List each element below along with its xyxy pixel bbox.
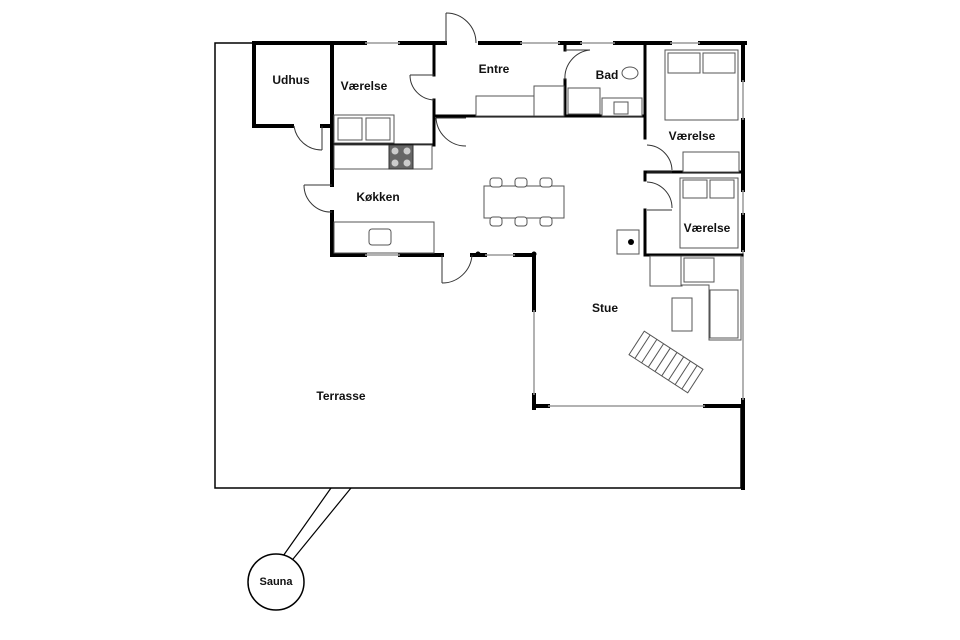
sauna-circle	[247, 553, 305, 611]
stove-dot	[628, 239, 634, 245]
coffee-table	[671, 297, 693, 332]
room-label-vaerelse-3: Værelse	[683, 221, 731, 235]
exterior-walls	[252, 41, 747, 490]
dining-table	[483, 185, 565, 219]
wall-post	[475, 251, 481, 257]
daybed	[628, 330, 704, 394]
window-lines	[365, 42, 744, 407]
room-label-terrasse: Terrasse	[316, 389, 366, 403]
kitchen-top-counter	[333, 144, 433, 170]
room-label-entre: Entre	[478, 62, 510, 76]
kitchen-bottom-counter	[333, 221, 435, 254]
furniture	[333, 49, 742, 394]
doors	[293, 12, 673, 284]
room-label-vaerelse-1: Værelse	[340, 79, 388, 93]
room-label-vaerelse-2: Værelse	[668, 129, 716, 143]
room-label-bad: Bad	[595, 68, 619, 82]
room-label-stue: Stue	[591, 301, 619, 315]
sauna-walkway	[275, 487, 352, 567]
bad-toilet	[621, 66, 639, 80]
room-label-kokken: Køkken	[356, 190, 400, 204]
entre-counter	[475, 95, 535, 117]
kitchen-stove	[388, 144, 414, 170]
room-label-sauna: Sauna	[259, 576, 293, 588]
room-label-udhus: Udhus	[272, 73, 310, 87]
wall-post	[531, 251, 537, 257]
